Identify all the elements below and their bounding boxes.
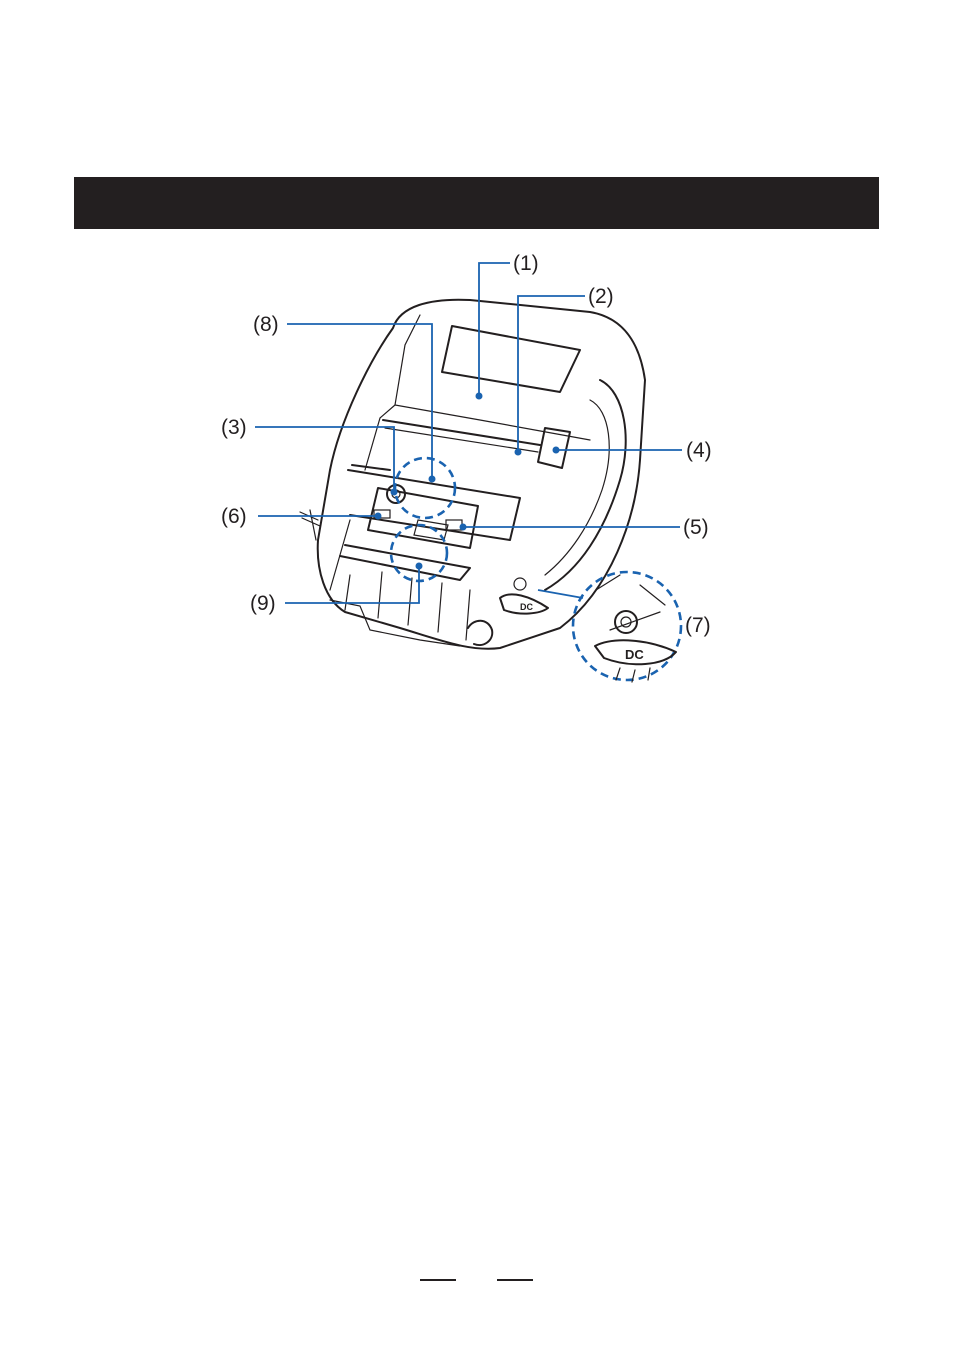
leader-4-dot xyxy=(553,447,560,454)
callout-label-1: (1) xyxy=(513,252,539,275)
callout-label-6: (6) xyxy=(221,505,247,528)
zoom-dc-label: DC xyxy=(625,647,644,662)
callout-label-4: (4) xyxy=(686,439,712,462)
dc-port-zoom-inset: DC xyxy=(538,572,681,682)
leader-8-dot xyxy=(429,476,436,483)
callout-label-3: (3) xyxy=(221,416,247,439)
leader-2-dot xyxy=(515,449,522,456)
callout-label-5: (5) xyxy=(683,516,709,539)
leader-6-dot xyxy=(375,513,382,520)
leader-5-dot xyxy=(460,524,467,531)
callout-label-7: (7) xyxy=(685,614,711,637)
leader-8 xyxy=(287,324,432,479)
printer-illustration: DC xyxy=(300,300,645,649)
leader-3 xyxy=(255,427,394,492)
leader-1 xyxy=(479,263,510,396)
leader-9-dot xyxy=(416,563,423,570)
dc-port-label: DC xyxy=(520,602,533,612)
footer-rule-right xyxy=(497,1279,533,1281)
footer-rule-left xyxy=(420,1279,456,1281)
callout-label-8: (8) xyxy=(253,313,279,336)
leader-3-dot xyxy=(391,489,398,496)
callout-label-9: (9) xyxy=(250,592,276,615)
leader-1-dot xyxy=(476,393,483,400)
callout-label-2: (2) xyxy=(588,285,614,308)
